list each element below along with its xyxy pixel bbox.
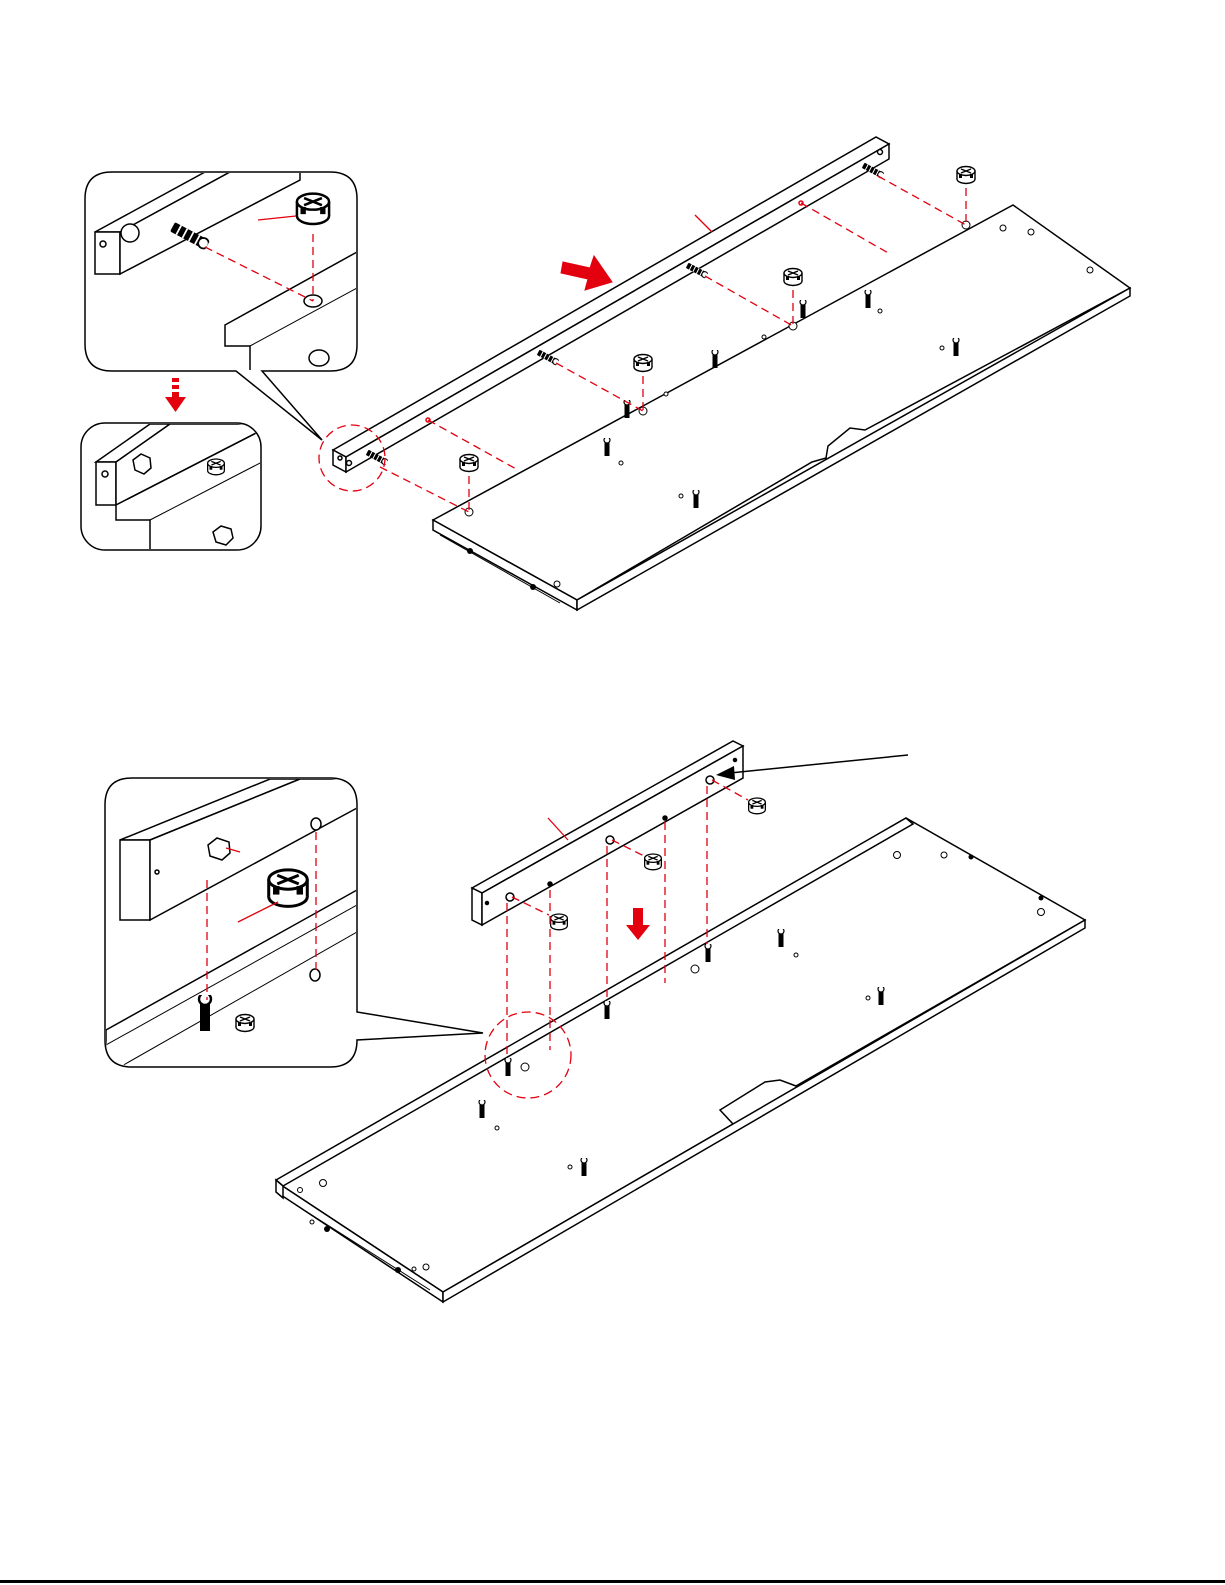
panel-top-face [433,205,1130,600]
footer-rule [0,1580,1225,1583]
cam-bolt-icon [199,993,211,1031]
step-1-result-detail [81,423,262,550]
callout-arrow-icon [716,755,908,780]
cam-lock-icon [269,870,308,906]
step-2-assembly [105,741,1085,1302]
cam-lock-icon [460,455,478,472]
direction-arrow-icon [626,908,650,940]
direction-arrow-icon [165,378,186,412]
panel-top-face [278,818,1085,1292]
cam-lock-icon [634,355,652,372]
cam-lock-icon [645,854,662,870]
step-1-main-panel [433,205,1130,610]
cam-lock-icon [749,798,766,814]
cam-lock-icon [236,1015,254,1032]
step-2-detail-callout [105,778,483,1067]
cam-lock-icon [297,194,329,224]
cam-lock-icon [551,914,568,930]
cam-lock-icon [784,269,802,286]
step-2-main-panel [276,818,1085,1302]
direction-arrow-icon [561,256,612,290]
cam-lock-icon [208,459,225,475]
cam-lock-icon [957,167,975,184]
step-1-detail-callout [85,172,357,440]
step-1-assembly [81,137,1130,610]
